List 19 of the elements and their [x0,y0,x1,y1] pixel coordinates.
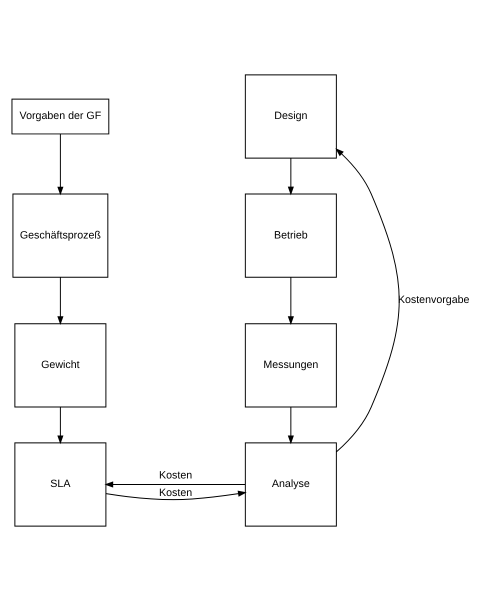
node-box: Design [244,74,337,158]
edge-label: Kosten [159,468,192,481]
arrow [106,490,247,500]
arrow [288,276,294,325]
node-box: Betrieb [244,193,337,278]
node-box: SLA [14,442,106,526]
node-box: Messungen [244,322,337,407]
arrow [57,406,64,444]
node-box: Geschäftsprozeß [12,193,108,278]
node-box: Analyse [244,442,337,526]
arrow [288,406,294,444]
edge-label: Kosten [159,486,192,498]
node-box: Vorgaben der GF [11,98,110,134]
arrow [288,157,294,195]
arrow [57,133,64,195]
arrow [104,480,246,488]
arrow [335,148,400,452]
node-box: Gewicht [14,322,106,407]
arrow [57,276,64,325]
